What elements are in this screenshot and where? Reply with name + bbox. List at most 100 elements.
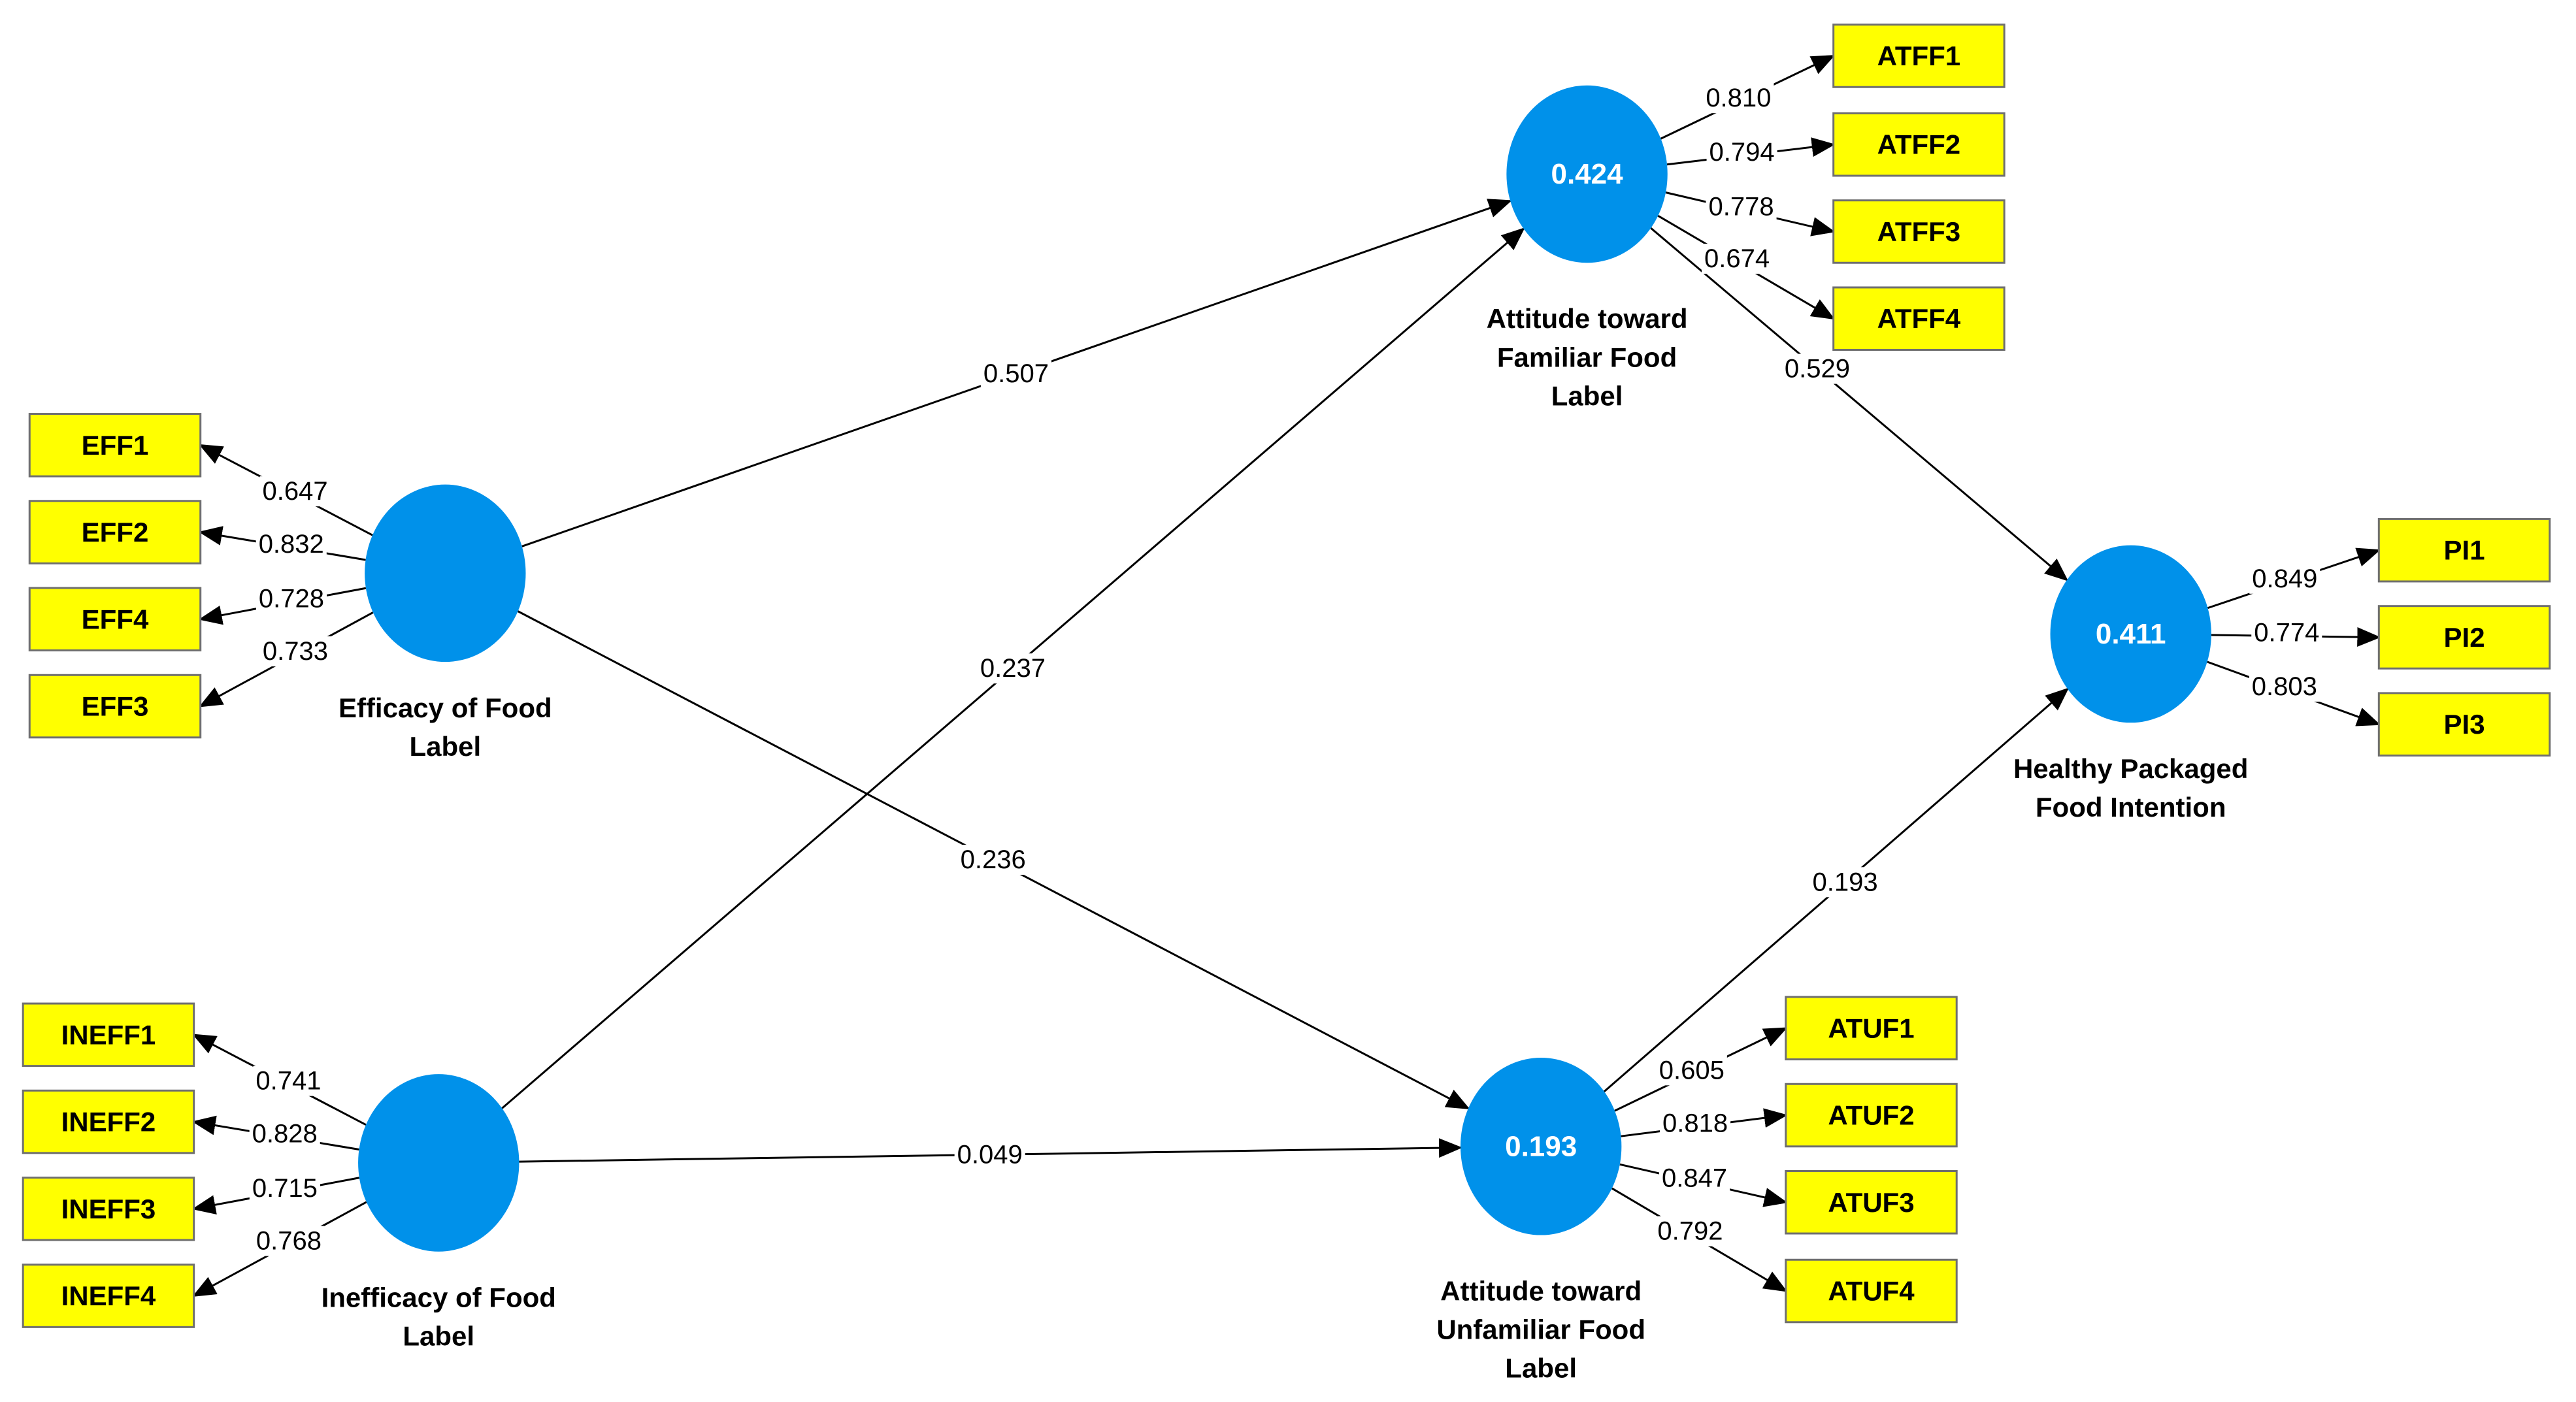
construct-circle-atff bbox=[1506, 85, 1668, 263]
construct-name-atuf-line-1: Attitude toward bbox=[1440, 1276, 1642, 1307]
indicator-label-atuf1: ATUF1 bbox=[1828, 1013, 1914, 1043]
loading-atff3: 0.778 bbox=[1708, 193, 1774, 221]
path-coefficient-ineff-to-atuf: 0.049 bbox=[957, 1140, 1023, 1169]
loading-ineff2: 0.828 bbox=[252, 1119, 318, 1148]
loading-atuf1-bg bbox=[1656, 1055, 1727, 1086]
construct-name-atff-line-2: Familiar Food bbox=[1497, 342, 1677, 372]
loading-pi1-bg bbox=[2249, 563, 2320, 594]
construct-circle-pi bbox=[2050, 545, 2211, 723]
loading-atff1-bg bbox=[1703, 83, 1774, 114]
loading-atff4: 0.674 bbox=[1704, 244, 1770, 273]
construct-circle-atuf bbox=[1460, 1058, 1622, 1235]
indicator-box-pi1 bbox=[2377, 517, 2551, 583]
loading-pi2-bg bbox=[2251, 617, 2322, 648]
indicator-eff3: EFF3 bbox=[28, 674, 202, 739]
indicator-atff2: ATFF2 bbox=[1832, 112, 2006, 177]
path-arrow-atff-to-pi bbox=[1650, 227, 2069, 581]
construct-name-ineff-line-2: Label bbox=[403, 1321, 474, 1352]
indicator-label-ineff2: INEFF2 bbox=[61, 1107, 156, 1137]
indicator-atff3: ATFF3 bbox=[1832, 199, 2006, 264]
indicator-box-ineff3 bbox=[22, 1177, 195, 1241]
path-coefficient-ineff-to-atff: 0.237 bbox=[980, 654, 1046, 683]
loading-eff2-bg bbox=[256, 529, 327, 559]
indicator-atff1: ATFF1 bbox=[1832, 24, 2006, 88]
indicator-atuf2: ATUF2 bbox=[1785, 1083, 1958, 1148]
indicator-box-ineff1 bbox=[22, 1002, 195, 1068]
loading-pi3-bg bbox=[2249, 672, 2320, 702]
loading-atff2-bg bbox=[1706, 137, 1777, 168]
construct-name-atuf-line-3: Label bbox=[1505, 1353, 1577, 1384]
construct-name-pi-line-2: Food Intention bbox=[2036, 792, 2226, 823]
loading-eff4-bg bbox=[256, 583, 327, 614]
indicator-pi2: PI2 bbox=[2377, 605, 2551, 670]
indicator-box-atuf1 bbox=[1785, 996, 1958, 1061]
loading-atuf1: 0.605 bbox=[1659, 1056, 1725, 1084]
construct-name-eff-line-2: Label bbox=[409, 731, 481, 762]
loading-ineff4-bg bbox=[253, 1226, 324, 1256]
loading-eff3-bg bbox=[259, 636, 331, 667]
indicator-box-atff4 bbox=[1832, 286, 2006, 351]
construct-name-atff-line-1: Attitude toward bbox=[1487, 303, 1688, 334]
path-coefficient-atff-to-pi-bg bbox=[1781, 353, 1853, 384]
indicator-pi3: PI3 bbox=[2377, 692, 2551, 757]
path-coefficient-ineff-to-atuf-bg bbox=[954, 1139, 1025, 1170]
loading-eff1-bg bbox=[259, 476, 331, 507]
loading-eff1: 0.647 bbox=[262, 477, 327, 506]
indicator-pi1: PI1 bbox=[2377, 517, 2551, 583]
loading-ineff2-bg bbox=[249, 1118, 320, 1149]
indicator-box-ineff2 bbox=[22, 1089, 195, 1154]
indicator-ineff2: INEFF2 bbox=[22, 1089, 195, 1154]
construct-name-atuf-line-2: Unfamiliar Food bbox=[1436, 1314, 1645, 1345]
indicator-label-eff3: EFF3 bbox=[82, 691, 149, 722]
loading-atuf3: 0.847 bbox=[1662, 1164, 1727, 1192]
loading-atuf2-bg bbox=[1659, 1108, 1731, 1139]
loading-atuf3-bg bbox=[1659, 1163, 1730, 1194]
indicator-box-atff3 bbox=[1832, 199, 2006, 264]
indicator-box-eff2 bbox=[28, 500, 202, 564]
construct-name-eff-line-1: Efficacy of Food bbox=[339, 693, 552, 723]
construct-name-pi-line-1: Healthy Packaged bbox=[2013, 753, 2249, 784]
indicator-label-atff4: ATFF4 bbox=[1877, 303, 1961, 334]
indicator-box-atff2 bbox=[1832, 112, 2006, 177]
path-coefficient-ineff-to-atff-bg bbox=[977, 653, 1048, 684]
indicator-box-atuf3 bbox=[1785, 1170, 1958, 1235]
indicator-label-atff3: ATFF3 bbox=[1877, 216, 1961, 247]
r-squared-atff: 0.424 bbox=[1551, 158, 1623, 190]
path-coefficient-eff-to-atff-bg bbox=[980, 358, 1051, 389]
r-squared-atuf: 0.193 bbox=[1505, 1130, 1577, 1162]
indicator-box-eff4 bbox=[28, 587, 202, 652]
indicator-eff2: EFF2 bbox=[28, 500, 202, 564]
r-squared-pi: 0.411 bbox=[2096, 618, 2166, 650]
loading-atuf4: 0.792 bbox=[1657, 1217, 1723, 1246]
indicator-atuf4: ATUF4 bbox=[1785, 1258, 1958, 1324]
loading-atff1: 0.810 bbox=[1706, 84, 1771, 112]
indicator-box-atuf2 bbox=[1785, 1083, 1958, 1148]
loading-ineff1: 0.741 bbox=[256, 1067, 321, 1096]
indicator-label-eff4: EFF4 bbox=[82, 604, 149, 634]
indicator-atuf1: ATUF1 bbox=[1785, 996, 1958, 1061]
loading-ineff3: 0.715 bbox=[252, 1174, 318, 1203]
loading-ineff1-bg bbox=[253, 1066, 324, 1096]
indicator-box-pi2 bbox=[2377, 605, 2551, 670]
loading-atuf4-bg bbox=[1655, 1216, 1726, 1247]
indicator-label-atff2: ATFF2 bbox=[1877, 129, 1961, 160]
indicator-label-pi2: PI2 bbox=[2444, 622, 2485, 653]
indicator-label-atuf2: ATUF2 bbox=[1828, 1100, 1914, 1131]
indicator-label-ineff4: INEFF4 bbox=[61, 1280, 156, 1311]
path-coefficient-atuf-to-pi-bg bbox=[1809, 867, 1881, 898]
loading-atuf2: 0.818 bbox=[1662, 1109, 1728, 1138]
indicator-eff4: EFF4 bbox=[28, 587, 202, 652]
indicator-box-atuf4 bbox=[1785, 1258, 1958, 1324]
indicator-atff4: ATFF4 bbox=[1832, 286, 2006, 351]
indicator-label-ineff3: INEFF3 bbox=[61, 1194, 156, 1224]
loading-atff3-bg bbox=[1706, 191, 1777, 222]
construct-circle-ineff bbox=[358, 1074, 520, 1252]
construct-name-ineff-line-1: Inefficacy of Food bbox=[322, 1282, 556, 1313]
loading-eff3: 0.733 bbox=[263, 637, 328, 666]
indicator-box-eff3 bbox=[28, 674, 202, 739]
loading-pi3: 0.803 bbox=[2252, 672, 2317, 701]
indicator-eff1: EFF1 bbox=[28, 413, 202, 478]
loading-ineff3-bg bbox=[249, 1173, 320, 1204]
